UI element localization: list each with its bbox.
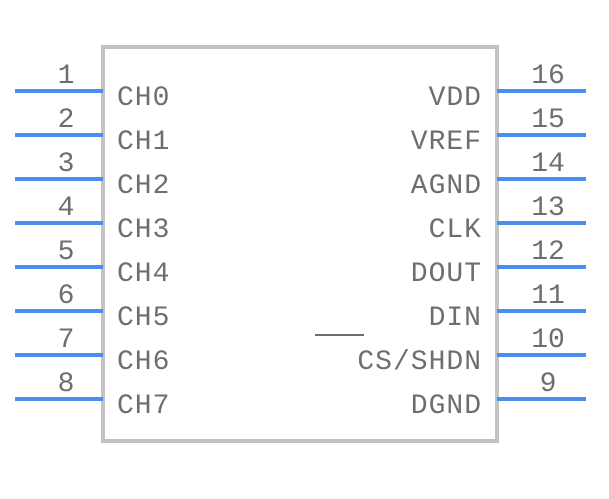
pin-number: 14 (531, 149, 565, 180)
pin-name: DIN (429, 303, 482, 334)
pin-name: CH1 (117, 127, 170, 158)
pin-number: 15 (531, 105, 565, 136)
pin-number: 7 (58, 325, 75, 356)
pin-name: CH3 (117, 215, 170, 246)
right-pins: 16VDD15VREF14AGND13CLK12DOUT11DIN10CS/SH… (315, 61, 586, 422)
pin-number: 6 (58, 281, 75, 312)
pin-number: 8 (58, 369, 75, 400)
pin-number: 9 (540, 369, 557, 400)
pin-name: CH7 (117, 391, 170, 422)
ic-body (101, 45, 499, 443)
pin-number: 4 (58, 193, 75, 224)
pin-number: 10 (531, 325, 565, 356)
pin-name: CH2 (117, 171, 170, 202)
pin-number: 12 (531, 237, 565, 268)
pin-number: 1 (58, 61, 75, 92)
pin-name: CS/SHDN (357, 347, 482, 378)
pin-number: 2 (58, 105, 75, 136)
pin-number: 16 (531, 61, 565, 92)
pin-name: VDD (429, 83, 482, 114)
pin-number: 13 (531, 193, 565, 224)
pin-name: CH0 (117, 83, 170, 114)
pin-name: AGND (411, 171, 482, 202)
pin-name: DGND (411, 391, 482, 422)
pin-number: 3 (58, 149, 75, 180)
pin-name: CH6 (117, 347, 170, 378)
pin-name: CH5 (117, 303, 170, 334)
pin-name: CH4 (117, 259, 170, 290)
pin-number: 5 (58, 237, 75, 268)
pin-name: CLK (429, 215, 482, 246)
pin-name: VREF (411, 127, 482, 158)
pin-name: DOUT (411, 259, 482, 290)
pin-number: 11 (531, 281, 565, 312)
